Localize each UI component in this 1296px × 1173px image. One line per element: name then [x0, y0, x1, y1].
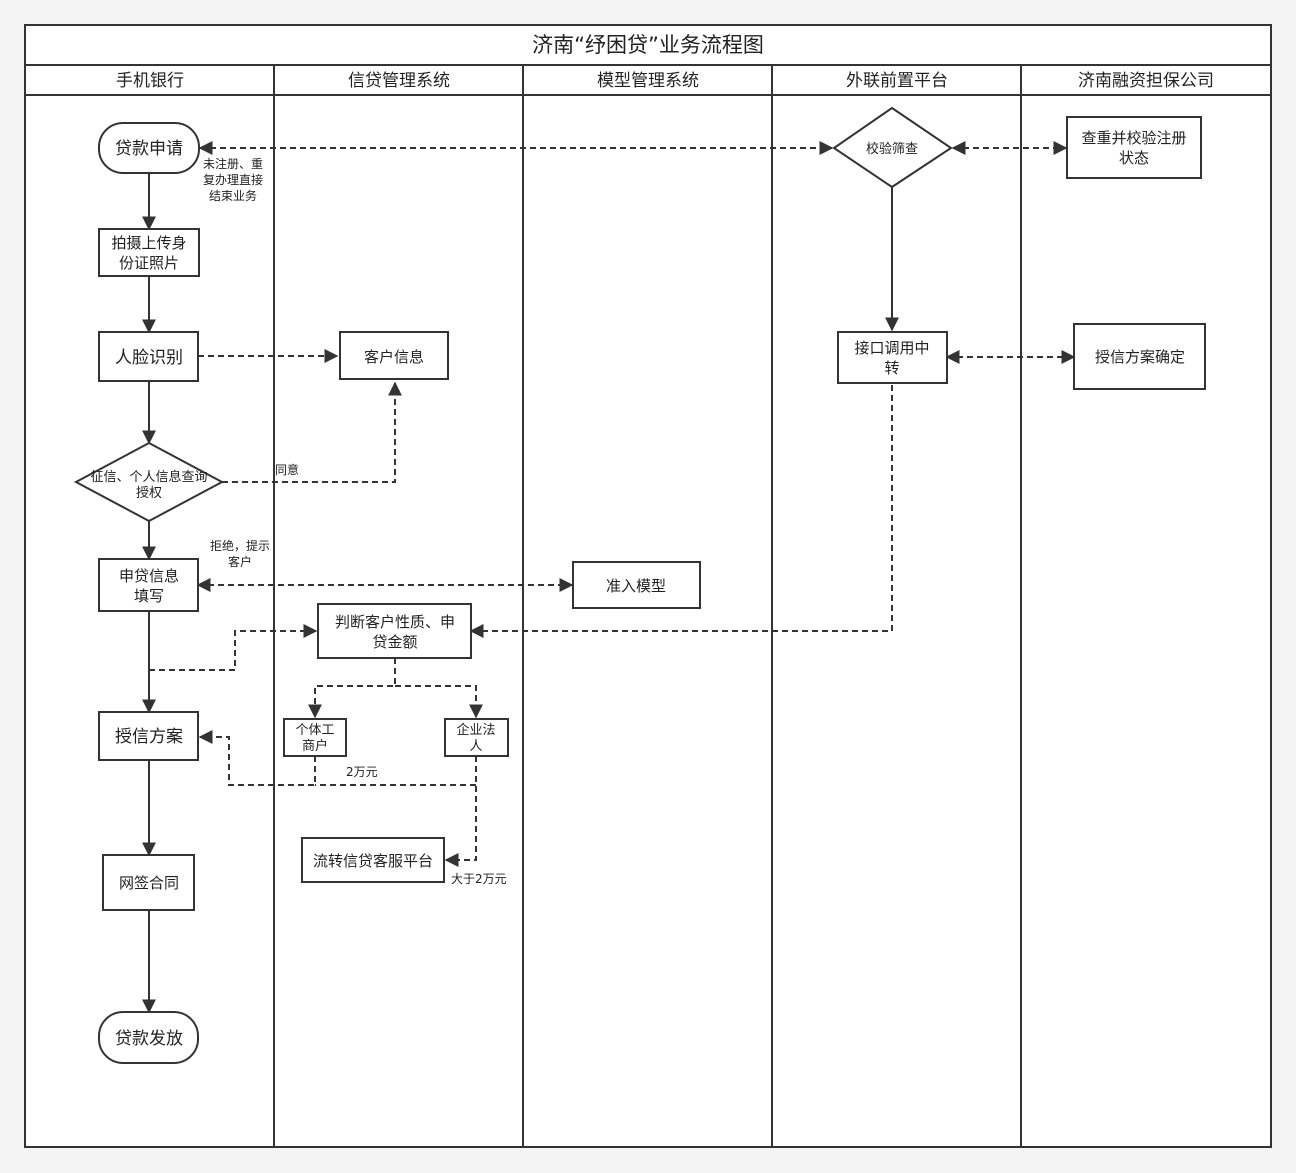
sign-contract-node [102, 854, 195, 911]
dashed-arrow [395, 685, 483, 719]
duplicate-check-node [1066, 116, 1202, 179]
admission-model-label: 准入模型 [606, 577, 666, 595]
edge-label-reject: 客户 [228, 554, 252, 569]
lane-header-guarantee-company: 济南融资担保公司 [1078, 71, 1214, 91]
duplicate-check-label: 状态 [1119, 149, 1149, 167]
duplicate-check-label: 查重并校验注册 [1081, 129, 1186, 147]
lane-header-model-system: 模型管理系统 [597, 71, 699, 91]
interface-relay-label: 接口调用中 [854, 339, 929, 357]
customer-info-node [339, 331, 449, 380]
dashed-arrow [149, 624, 318, 671]
loan-apply-label: 贷款申请 [115, 139, 183, 159]
dashed-arrow [198, 730, 316, 786]
loan-apply-node [98, 122, 200, 174]
edge-label-over-two-wan: 大于2万元 [451, 872, 507, 886]
plan-confirm-node [1073, 323, 1206, 390]
edge-label-unregistered: 结束业务 [209, 188, 257, 203]
diagram-title: 济南“纾困贷”业务流程图 [532, 33, 764, 57]
verify-screen-label: 校验筛查 [866, 141, 918, 157]
credit-plan-node [98, 711, 199, 761]
lane-header-credit-system: 信贷管理系统 [348, 71, 450, 91]
edge-label-agree: 同意 [275, 462, 299, 477]
loan-disburse-label: 贷款发放 [115, 1029, 183, 1049]
enterprise-legal-label: 人 [469, 739, 482, 754]
interface-relay-node [837, 331, 948, 384]
verify-screen-decision [832, 106, 953, 189]
credit-plan-label: 授信方案 [115, 727, 183, 747]
dashed-arrow [308, 658, 396, 719]
upload-id-label: 拍摄上传身 [111, 234, 186, 252]
enterprise-legal-label: 企业法 [456, 722, 495, 738]
authorization-label: 授权 [136, 485, 162, 501]
dashed-arrow [222, 381, 402, 483]
edge-label-unregistered: 未注册、重 [203, 156, 263, 171]
individual-business-node [283, 718, 347, 757]
fill-info-node [98, 558, 199, 612]
enterprise-legal-node [444, 718, 509, 757]
judge-customer-label: 贷金额 [372, 633, 417, 651]
fill-info-label: 填写 [134, 587, 164, 605]
interface-relay-label: 转 [884, 359, 899, 377]
upload-id-node [98, 228, 200, 277]
face-recognition-label: 人脸识别 [115, 348, 183, 368]
admission-model-node [572, 561, 701, 609]
sign-contract-label: 网签合同 [119, 874, 179, 892]
judge-customer-label: 判断客户性质、申 [335, 613, 455, 631]
lane-header-mobile-banking: 手机银行 [116, 71, 184, 91]
judge-customer-node [317, 603, 472, 659]
edge-label-unregistered: 复办理直接 [203, 172, 263, 187]
edge-label-reject: 拒绝，提示 [210, 538, 270, 553]
lane-header-external-platform: 外联前置平台 [846, 71, 948, 91]
edge-label-two-wan: 2万元 [346, 765, 378, 779]
authorization-decision [73, 441, 225, 523]
dashed-arrow [469, 385, 893, 638]
authorization-label: 征信、个人信息查询 [90, 469, 207, 485]
loan-disburse-node [98, 1011, 199, 1064]
transfer-platform-label: 流转信贷客服平台 [313, 852, 433, 870]
fill-info-label: 申贷信息 [119, 567, 179, 585]
transfer-platform-node [301, 837, 445, 883]
upload-id-label: 份证照片 [119, 254, 179, 272]
dashed-arrow [444, 756, 477, 867]
individual-business-label: 个体工 [295, 723, 334, 738]
plan-confirm-label: 授信方案确定 [1095, 348, 1185, 366]
individual-business-label: 商户 [302, 738, 328, 754]
face-recognition-node [98, 331, 199, 382]
customer-info-label: 客户信息 [364, 348, 424, 366]
